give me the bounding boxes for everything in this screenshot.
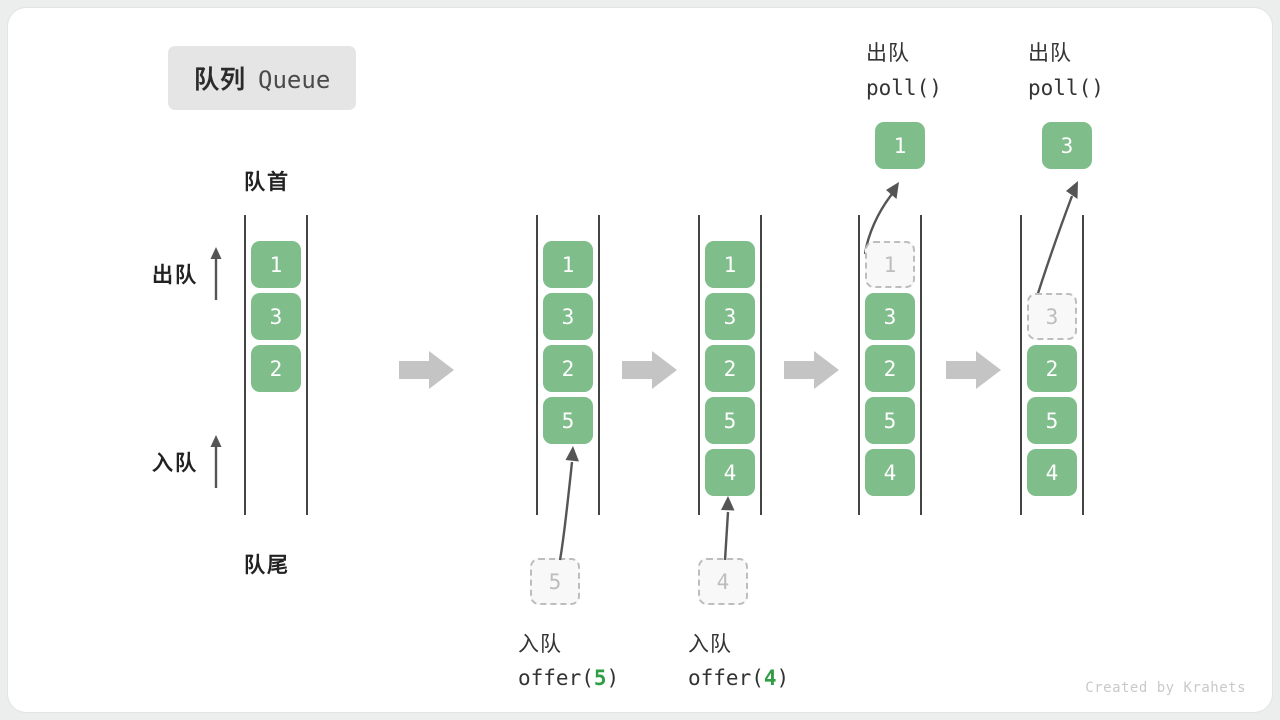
queue-rail-right	[920, 215, 922, 515]
queue-cell: 1	[705, 241, 755, 288]
enqueue-label: 入队	[152, 452, 198, 475]
queue-cell: 2	[1027, 345, 1077, 392]
title-badge: 队列 Queue	[168, 46, 357, 110]
topcaption-op: poll()	[866, 76, 942, 101]
queue-rail-right	[598, 215, 600, 515]
incoming-ghost-cell: 5	[530, 558, 580, 605]
title-en: Queue	[258, 66, 331, 94]
queue-cell-ghost: 1	[865, 241, 915, 288]
queue-cell: 2	[251, 345, 301, 392]
topcaption-poll-1: 出队 poll()	[866, 37, 942, 105]
queue-rail-right	[1082, 215, 1084, 515]
queue-rail-left	[536, 215, 538, 515]
enqueue-curve-arrow-icon	[721, 496, 735, 561]
queue-cell: 2	[705, 345, 755, 392]
dequeue-direction-group: 出队	[152, 246, 224, 302]
outgoing-cell: 3	[1042, 122, 1092, 169]
queue-cell: 3	[543, 293, 593, 340]
caption-offer-4: 入队 offer(4)	[688, 628, 789, 695]
queue-cell: 4	[705, 449, 755, 496]
queue-cell: 3	[251, 293, 301, 340]
queue-cell: 1	[251, 241, 301, 288]
step-arrow-icon	[784, 351, 839, 389]
caption-op: offer(5)	[518, 665, 620, 690]
queue-rail-left	[1020, 215, 1022, 515]
queue-rail-left	[698, 215, 700, 515]
queue-tail-label: 队尾	[244, 554, 290, 577]
topcaption-op: poll()	[1028, 76, 1104, 101]
step-arrow-icon	[622, 351, 677, 389]
queue-column-initial: 1 3 2	[244, 215, 308, 515]
topcaption-poll-3: 出队 poll()	[1028, 37, 1104, 105]
dequeue-up-arrow-icon	[210, 247, 222, 300]
queue-cell: 5	[705, 397, 755, 444]
caption-cn: 入队	[518, 633, 562, 656]
queue-column-after-offer-5: 1 3 2 5	[536, 215, 600, 515]
step-arrow-icon	[399, 351, 454, 389]
queue-cell: 2	[865, 345, 915, 392]
title-cn: 队列	[194, 66, 247, 94]
queue-rail-right	[760, 215, 762, 515]
outgoing-cell: 1	[875, 122, 925, 169]
queue-column-poll-1: 1 3 2 5 4	[858, 215, 922, 515]
enqueue-curve-arrow-icon	[558, 446, 579, 561]
queue-cell: 5	[865, 397, 915, 444]
queue-rail-left	[244, 215, 246, 515]
queue-cell: 1	[543, 241, 593, 288]
step-arrow-icon	[946, 351, 1001, 389]
queue-head-label: 队首	[244, 171, 290, 194]
caption-cn: 入队	[688, 633, 732, 656]
caption-offer-5: 入队 offer(5)	[518, 628, 619, 695]
queue-cell: 3	[705, 293, 755, 340]
queue-column-after-offer-4: 1 3 2 5 4	[698, 215, 762, 515]
queue-column-poll-3: 3 2 5 4	[1020, 215, 1084, 515]
queue-cell: 5	[1027, 397, 1077, 444]
queue-rail-right	[306, 215, 308, 515]
queue-cell: 4	[865, 449, 915, 496]
watermark: Created by Krahets	[1085, 680, 1246, 696]
queue-cell: 3	[865, 293, 915, 340]
queue-cell-ghost: 3	[1027, 293, 1077, 340]
queue-cell: 5	[543, 397, 593, 444]
incoming-ghost-cell: 4	[698, 558, 748, 605]
caption-op: offer(4)	[688, 665, 790, 690]
topcaption-cn: 出队	[866, 42, 910, 65]
enqueue-direction-group: 入队	[152, 434, 224, 490]
queue-rail-left	[858, 215, 860, 515]
queue-cell: 2	[543, 345, 593, 392]
diagram-card: 队列 Queue 队首 队尾 出队 入队 1 3 2 1 3 2	[8, 8, 1272, 712]
enqueue-up-arrow-icon	[210, 435, 222, 488]
queue-cell: 4	[1027, 449, 1077, 496]
topcaption-cn: 出队	[1028, 42, 1072, 65]
dequeue-label: 出队	[152, 264, 198, 287]
